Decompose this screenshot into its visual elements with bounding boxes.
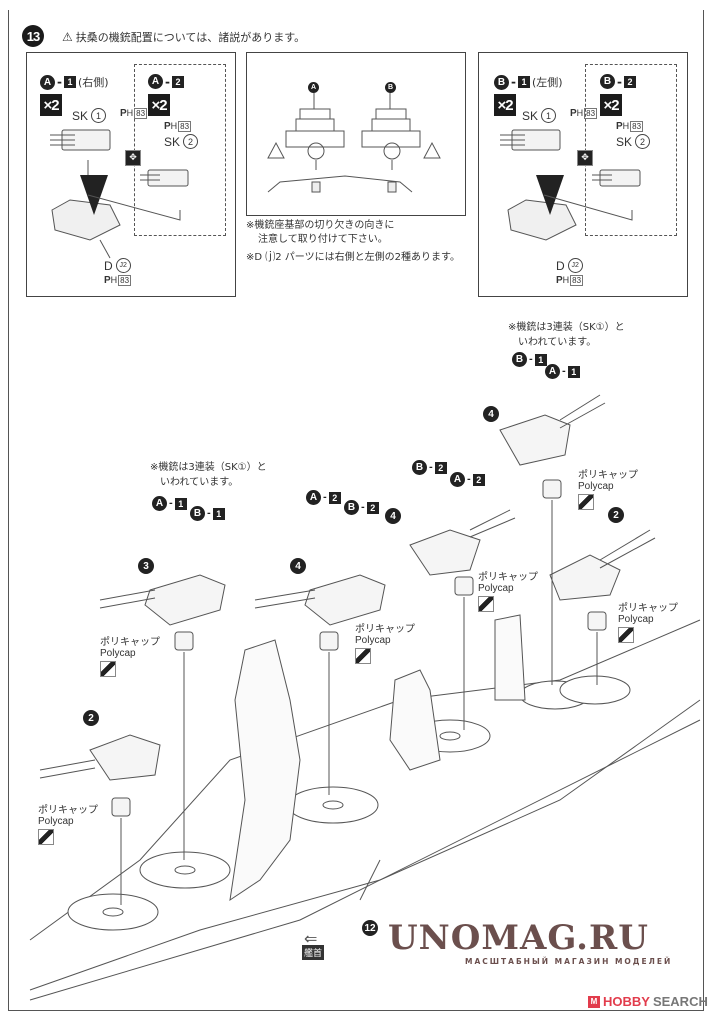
mount-label: B-2	[344, 500, 379, 515]
watermark-unomag: UNOMAG.RU	[388, 918, 649, 958]
callout-turret-3: 3	[138, 558, 154, 574]
bow-label: 艦首	[302, 945, 325, 960]
grease-icon	[478, 596, 494, 612]
mount-label: A-2	[306, 490, 341, 505]
mount-label-a1: A-1 (右側)	[40, 74, 109, 90]
quantity-badge: ×2	[40, 94, 62, 116]
mount-label-b1: B-1 (左側)	[494, 74, 563, 90]
watermark-subtitle: МАСШТАБНЫЙ МАГАЗИН МОДЕЛЕЙ	[465, 957, 673, 966]
turret-drawings	[39, 394, 656, 817]
grease-icon	[38, 829, 54, 845]
center-note-3: ※D ⒥2 パーツには右側と左側の2種あります。	[246, 252, 460, 263]
step-note-text: 扶桑の機銃配置については、諸説があります。	[75, 31, 306, 44]
mount-label: A-1	[152, 496, 187, 511]
mount-label: B-1	[190, 506, 225, 521]
label-a-marker: A	[308, 82, 319, 93]
page-frame-left	[8, 10, 9, 1010]
mount-label: B-2	[412, 460, 447, 475]
mg-note-right: ※機銃は3連装（SK①）と いわれています。	[508, 322, 625, 348]
bow-direction: ⇐ 艦首	[302, 929, 325, 960]
step-number-badge: 13	[22, 25, 44, 47]
callout-hull: 12	[362, 920, 378, 936]
quantity-badge: ×2	[148, 94, 170, 116]
quantity-badge: ×2	[494, 94, 516, 116]
guide-lines	[120, 500, 598, 905]
mount-label-a2: A-2	[148, 74, 184, 89]
mg-note-left: ※機銃は3連装（SK①）と いわれています。	[150, 462, 267, 488]
grease-icon	[100, 661, 116, 677]
center-note-2: 注意して取り付けて下さい。	[258, 234, 388, 245]
panel-b-left-side	[478, 52, 688, 297]
panel-orientation-detail	[246, 52, 466, 216]
center-note-1: ※機銃座基部の切り欠きの向きに	[246, 220, 395, 231]
grease-icon	[618, 627, 634, 643]
hobby-search-icon: M	[588, 995, 600, 1008]
callout-turret-4: 4	[483, 406, 499, 422]
callout-turret-2: 2	[83, 710, 99, 726]
mount-label: A-1	[545, 364, 580, 379]
arrow-left-icon: ⇐	[304, 929, 318, 948]
callout-turret-2: 2	[608, 507, 624, 523]
hull-drawing	[29, 614, 701, 1001]
hobby-search-logo: M HOBBY SEARCH	[588, 994, 708, 1009]
mount-label: B-1	[512, 352, 547, 367]
page-frame	[8, 10, 704, 1011]
step-note: ⚠扶桑の機銃配置については、諸説があります。	[62, 29, 305, 45]
mount-label-b2: B-2	[600, 74, 636, 89]
mg-mount-drawing	[50, 129, 189, 259]
quantity-badge: ×2	[600, 94, 622, 116]
mg-mount-drawing-b	[500, 129, 641, 241]
swap-option-icon: ✥	[125, 150, 141, 166]
grease-icon	[578, 494, 594, 510]
grease-icon	[355, 648, 371, 664]
swap-option-icon: ✥	[577, 150, 593, 166]
callout-turret-4: 4	[385, 508, 401, 524]
callout-turret-4: 4	[290, 558, 306, 574]
label-b-marker: B	[385, 82, 396, 93]
mount-label: A-2	[450, 472, 485, 487]
panel-a-right-side	[26, 52, 236, 297]
warning-triangle-icon: ⚠	[62, 30, 73, 44]
orientation-detail-drawing	[267, 93, 441, 193]
